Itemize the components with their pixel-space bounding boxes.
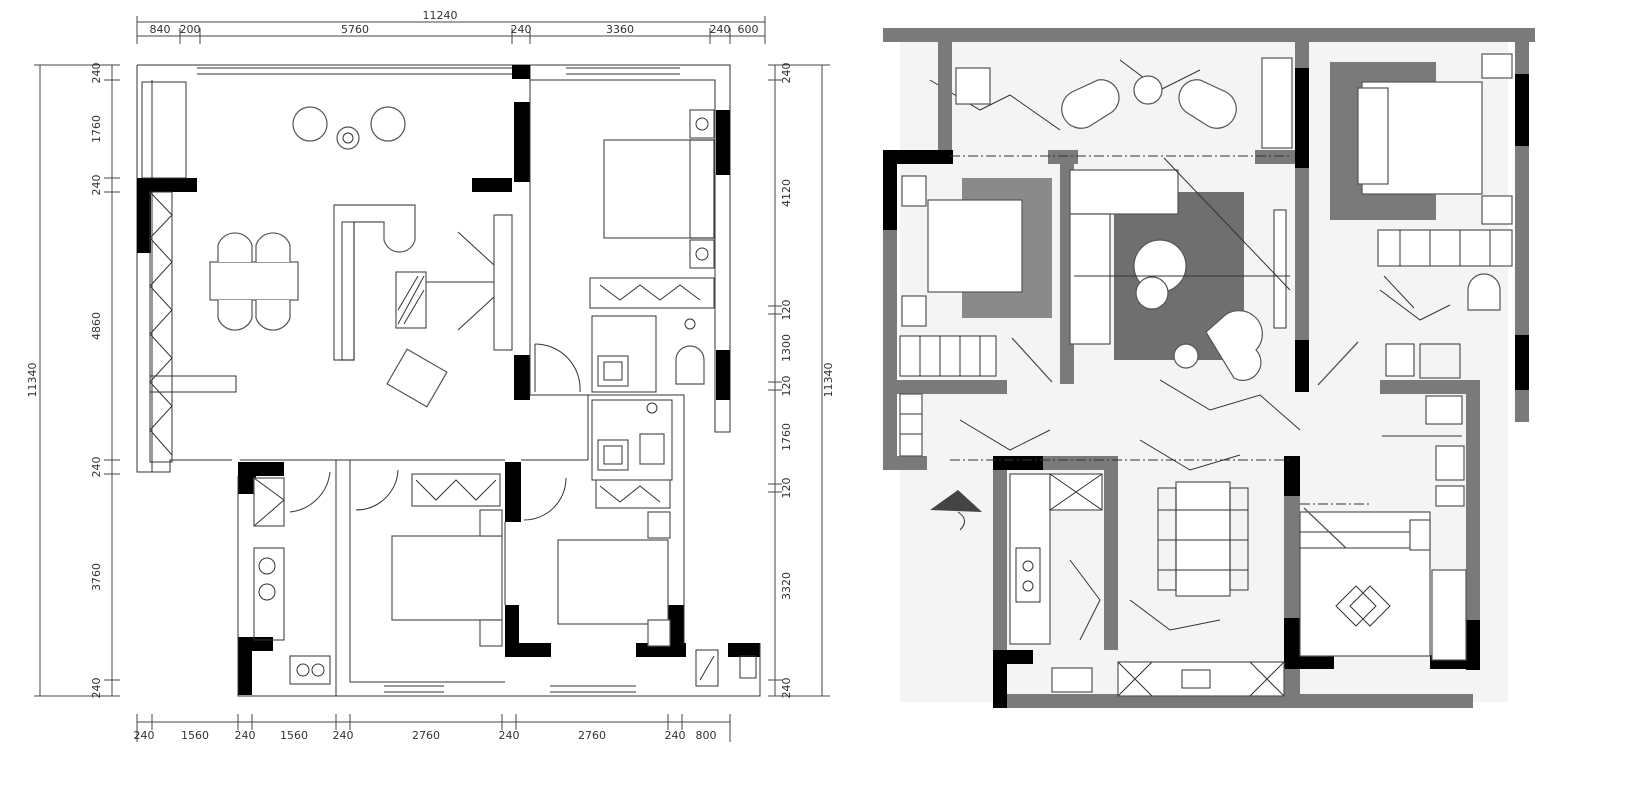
left-dim-240-b: 240: [90, 175, 103, 196]
top-dim-3360: 3360: [606, 23, 634, 36]
rendered-dining: [1157, 481, 1249, 597]
entry-cabinet: [141, 81, 237, 463]
rendered-walls: [883, 28, 1535, 708]
master-bedroom: [534, 109, 715, 393]
rendered-balcony: [955, 57, 1293, 149]
left-dim-240-c: 240: [90, 457, 103, 478]
sofa: [333, 204, 448, 408]
right-dim-120-c: 120: [780, 478, 793, 499]
top-dim-240-b: 240: [710, 23, 731, 36]
left-dim-240-a: 240: [90, 63, 103, 84]
master-bathroom: [591, 315, 705, 393]
bottom-dim-1560-b: 1560: [280, 729, 308, 742]
right-dim-4120: 4120: [780, 179, 793, 207]
dining-table: [209, 232, 299, 331]
bottom-dim-240-c: 240: [333, 729, 354, 742]
rendered-living: [1069, 157, 1291, 381]
rendered-bottom-cabinets: [1117, 661, 1285, 697]
rendered-second-bath: [1382, 395, 1465, 507]
right-dim-120-a: 120: [780, 300, 793, 321]
left-floor-plan: 11240 840 200 5760 240 3360 240 600: [26, 9, 835, 742]
rendered-kitchen: [1009, 473, 1103, 693]
left-dimension-chain: 11340 240 1760 240 4860 240 3760 240: [26, 63, 120, 699]
bottom-dim-240-e: 240: [665, 729, 686, 742]
second-bathroom: [591, 399, 673, 509]
top-dim-240-a: 240: [511, 23, 532, 36]
laundry-balcony: [695, 649, 757, 687]
bottom-dim-240-d: 240: [499, 729, 520, 742]
bottom-dim-240-b: 240: [235, 729, 256, 742]
left-dim-3760: 3760: [90, 563, 103, 591]
right-floor-plan: [883, 28, 1535, 708]
rendered-master-bath: [1317, 273, 1501, 386]
top-dim-600: 600: [738, 23, 759, 36]
bedroom-2: [355, 469, 503, 647]
left-dim-4860: 4860: [90, 312, 103, 340]
right-dim-3320: 3320: [780, 572, 793, 600]
bottom-dim-2760-b: 2760: [578, 729, 606, 742]
kitchen: [253, 471, 331, 685]
bedroom-3: [523, 477, 671, 647]
bottom-dim-240-a: 240: [134, 729, 155, 742]
rendered-master-bedroom: [1330, 53, 1513, 267]
left-overall-dim: 11340: [26, 363, 39, 398]
bottom-dim-1560-a: 1560: [181, 729, 209, 742]
bottom-dim-800: 800: [696, 729, 717, 742]
rendered-bedroom-left: [899, 175, 1053, 383]
top-dimension-chain: 11240 840 200 5760 240 3360 240 600: [136, 9, 766, 44]
right-overall-dim: 11340: [822, 363, 835, 398]
top-dim-5760: 5760: [341, 23, 369, 36]
right-dim-120-b: 120: [780, 376, 793, 397]
right-dimension-chain: 11340 240 4120 120 1300 120 1760 120 332…: [768, 63, 835, 699]
rendered-bedroom-bottom: [1299, 507, 1467, 661]
right-dim-240-b: 240: [780, 678, 793, 699]
left-walls: [136, 64, 761, 697]
rendered-entry-cabinet: [899, 393, 923, 457]
balcony-tea-set: [292, 106, 406, 150]
tv-wall: [426, 214, 513, 351]
bottom-dim-2760-a: 2760: [412, 729, 440, 742]
top-dim-200: 200: [180, 23, 201, 36]
bottom-dimension-chain: 240 1560 240 1560 240 2760 240 2760 240 …: [134, 714, 731, 742]
right-dim-1760: 1760: [780, 423, 793, 451]
north-arrow-icon: [930, 490, 982, 531]
right-dim-240-a: 240: [780, 63, 793, 84]
left-dim-240-d: 240: [90, 678, 103, 699]
top-overall-dim: 11240: [423, 9, 458, 22]
left-dim-1760: 1760: [90, 115, 103, 143]
top-dim-840: 840: [150, 23, 171, 36]
right-dim-1300: 1300: [780, 334, 793, 362]
